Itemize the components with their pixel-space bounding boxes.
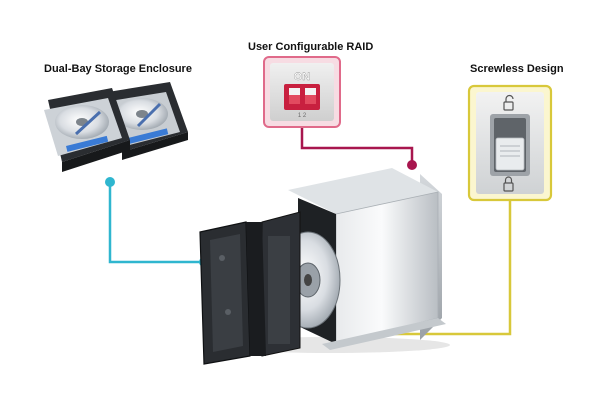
connector-dual-bay bbox=[105, 177, 209, 267]
locked-padlock-icon bbox=[503, 176, 514, 192]
label-screwless: Screwless Design bbox=[470, 63, 564, 75]
label-raid: User Configurable RAID bbox=[248, 41, 374, 53]
switch-positions: 1 2 bbox=[298, 113, 307, 119]
unlocked-padlock-icon bbox=[503, 94, 514, 111]
storage-enclosure bbox=[199, 168, 450, 365]
connector-raid bbox=[300, 126, 417, 170]
label-dual-bay: Dual-Bay Storage Enclosure bbox=[44, 63, 192, 75]
screwless-latch-inset bbox=[467, 84, 553, 202]
raid-switch-inset: ON 1 2 bbox=[263, 56, 341, 128]
switch-on-text: ON bbox=[294, 71, 311, 83]
hard-drive-icon bbox=[44, 88, 130, 172]
